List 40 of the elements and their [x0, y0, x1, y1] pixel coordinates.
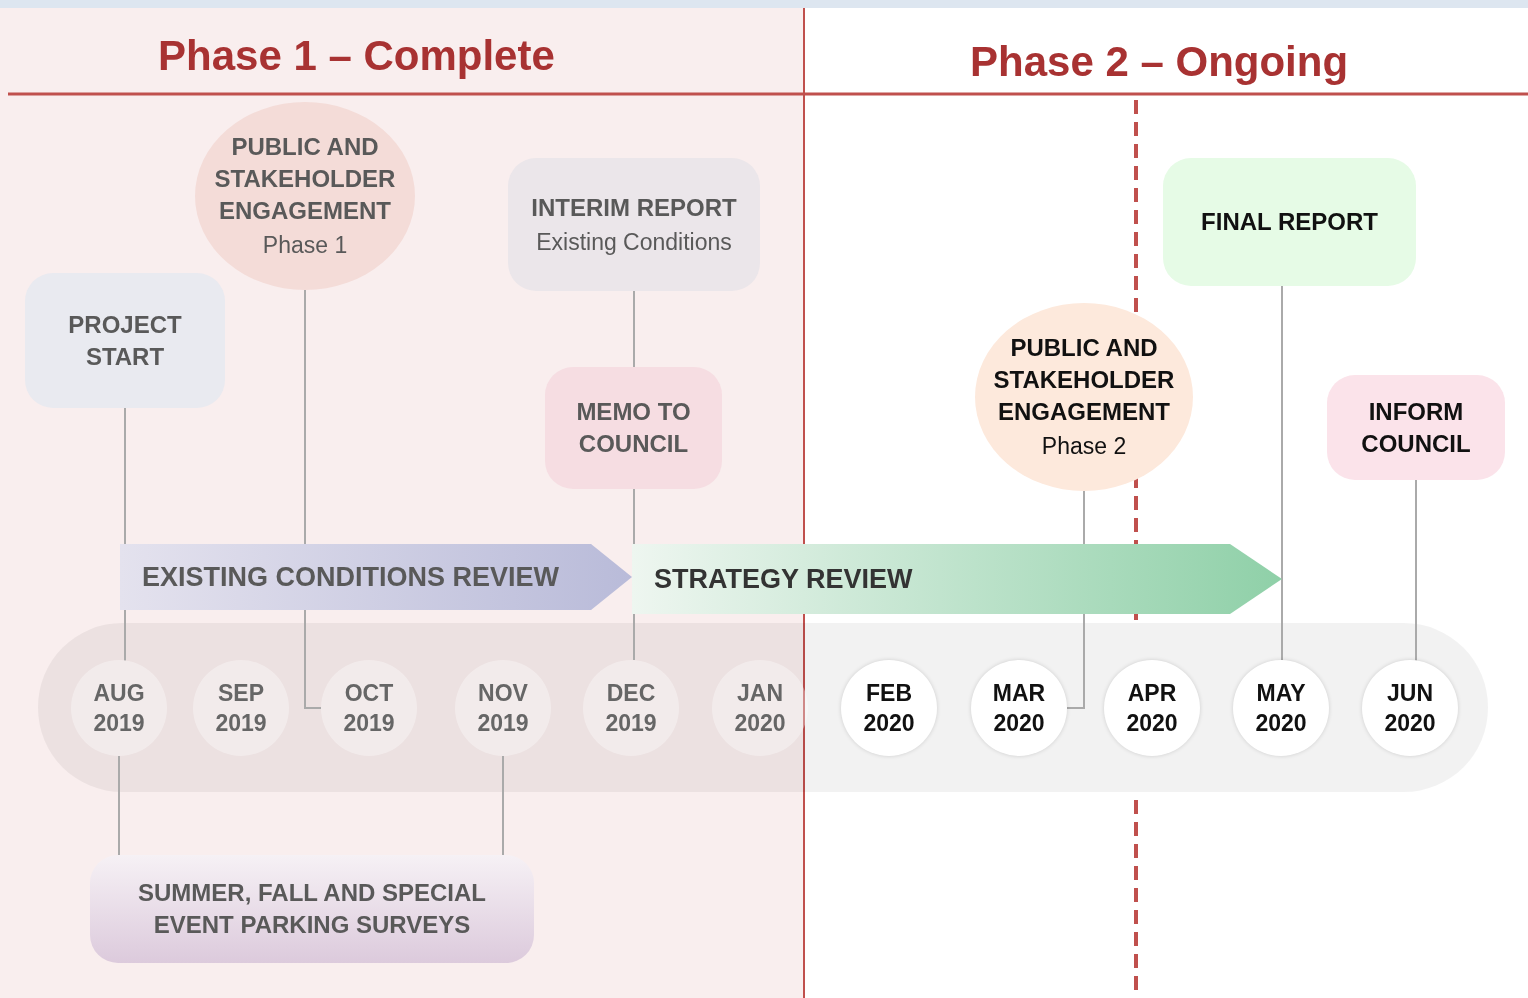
month-label: APR 2020 — [1125, 679, 1179, 738]
month-label: SEP 2019 — [214, 679, 268, 738]
month-label: NOV 2019 — [476, 679, 530, 738]
month-label: MAY 2020 — [1254, 679, 1308, 738]
milestone-title: EXISTING CONDITIONS REVIEW — [142, 561, 560, 593]
milestone-title: STRATEGY REVIEW — [654, 563, 913, 595]
milestone-title: FINAL REPORT — [1201, 207, 1378, 237]
milestone-title: INFORM COUNCIL — [1360, 396, 1472, 459]
leader-line — [633, 290, 635, 368]
task-banner — [120, 544, 632, 610]
phase-heading: Phase 2 – Ongoing — [970, 38, 1349, 86]
month-label: JUN 2020 — [1383, 679, 1437, 738]
milestone-subtitle: Phase 2 — [1041, 432, 1127, 461]
milestone-subtitle: Existing Conditions — [536, 227, 732, 257]
milestone-box — [1327, 375, 1505, 480]
month-label: FEB 2020 — [862, 679, 916, 738]
month-label: DEC 2019 — [604, 679, 658, 738]
leader-line — [1281, 285, 1283, 661]
milestone-title: PUBLIC AND STAKEHOLDER ENGAGEMENT — [213, 132, 397, 226]
milestone-title: SUMMER, FALL AND SPECIAL EVENT PARKING SURVEYS — [137, 878, 487, 940]
milestone-subtitle: Phase 1 — [262, 231, 348, 260]
month-label: AUG 2019 — [92, 679, 146, 738]
milestone-title: MEMO TO COUNCIL — [575, 397, 692, 459]
milestone-title: PUBLIC AND STAKEHOLDER ENGAGEMENT — [992, 333, 1176, 427]
leader-line — [118, 755, 120, 856]
month-label: OCT 2019 — [342, 679, 396, 738]
leader-line — [1415, 479, 1417, 662]
leader-line — [502, 755, 504, 856]
milestone-box — [508, 158, 760, 291]
milestone-title: INTERIM REPORT — [531, 192, 737, 223]
phase-band — [0, 8, 805, 998]
milestone-box — [1163, 158, 1416, 286]
milestone-box — [545, 367, 722, 489]
survey-box — [90, 855, 534, 963]
phase-heading: Phase 1 – Complete — [158, 32, 555, 80]
month-label: JAN 2020 — [733, 679, 787, 738]
milestone-title: PROJECT START — [67, 309, 183, 372]
task-banner — [632, 544, 1282, 614]
milestone-box — [25, 273, 225, 408]
month-label: MAR 2020 — [991, 679, 1047, 738]
